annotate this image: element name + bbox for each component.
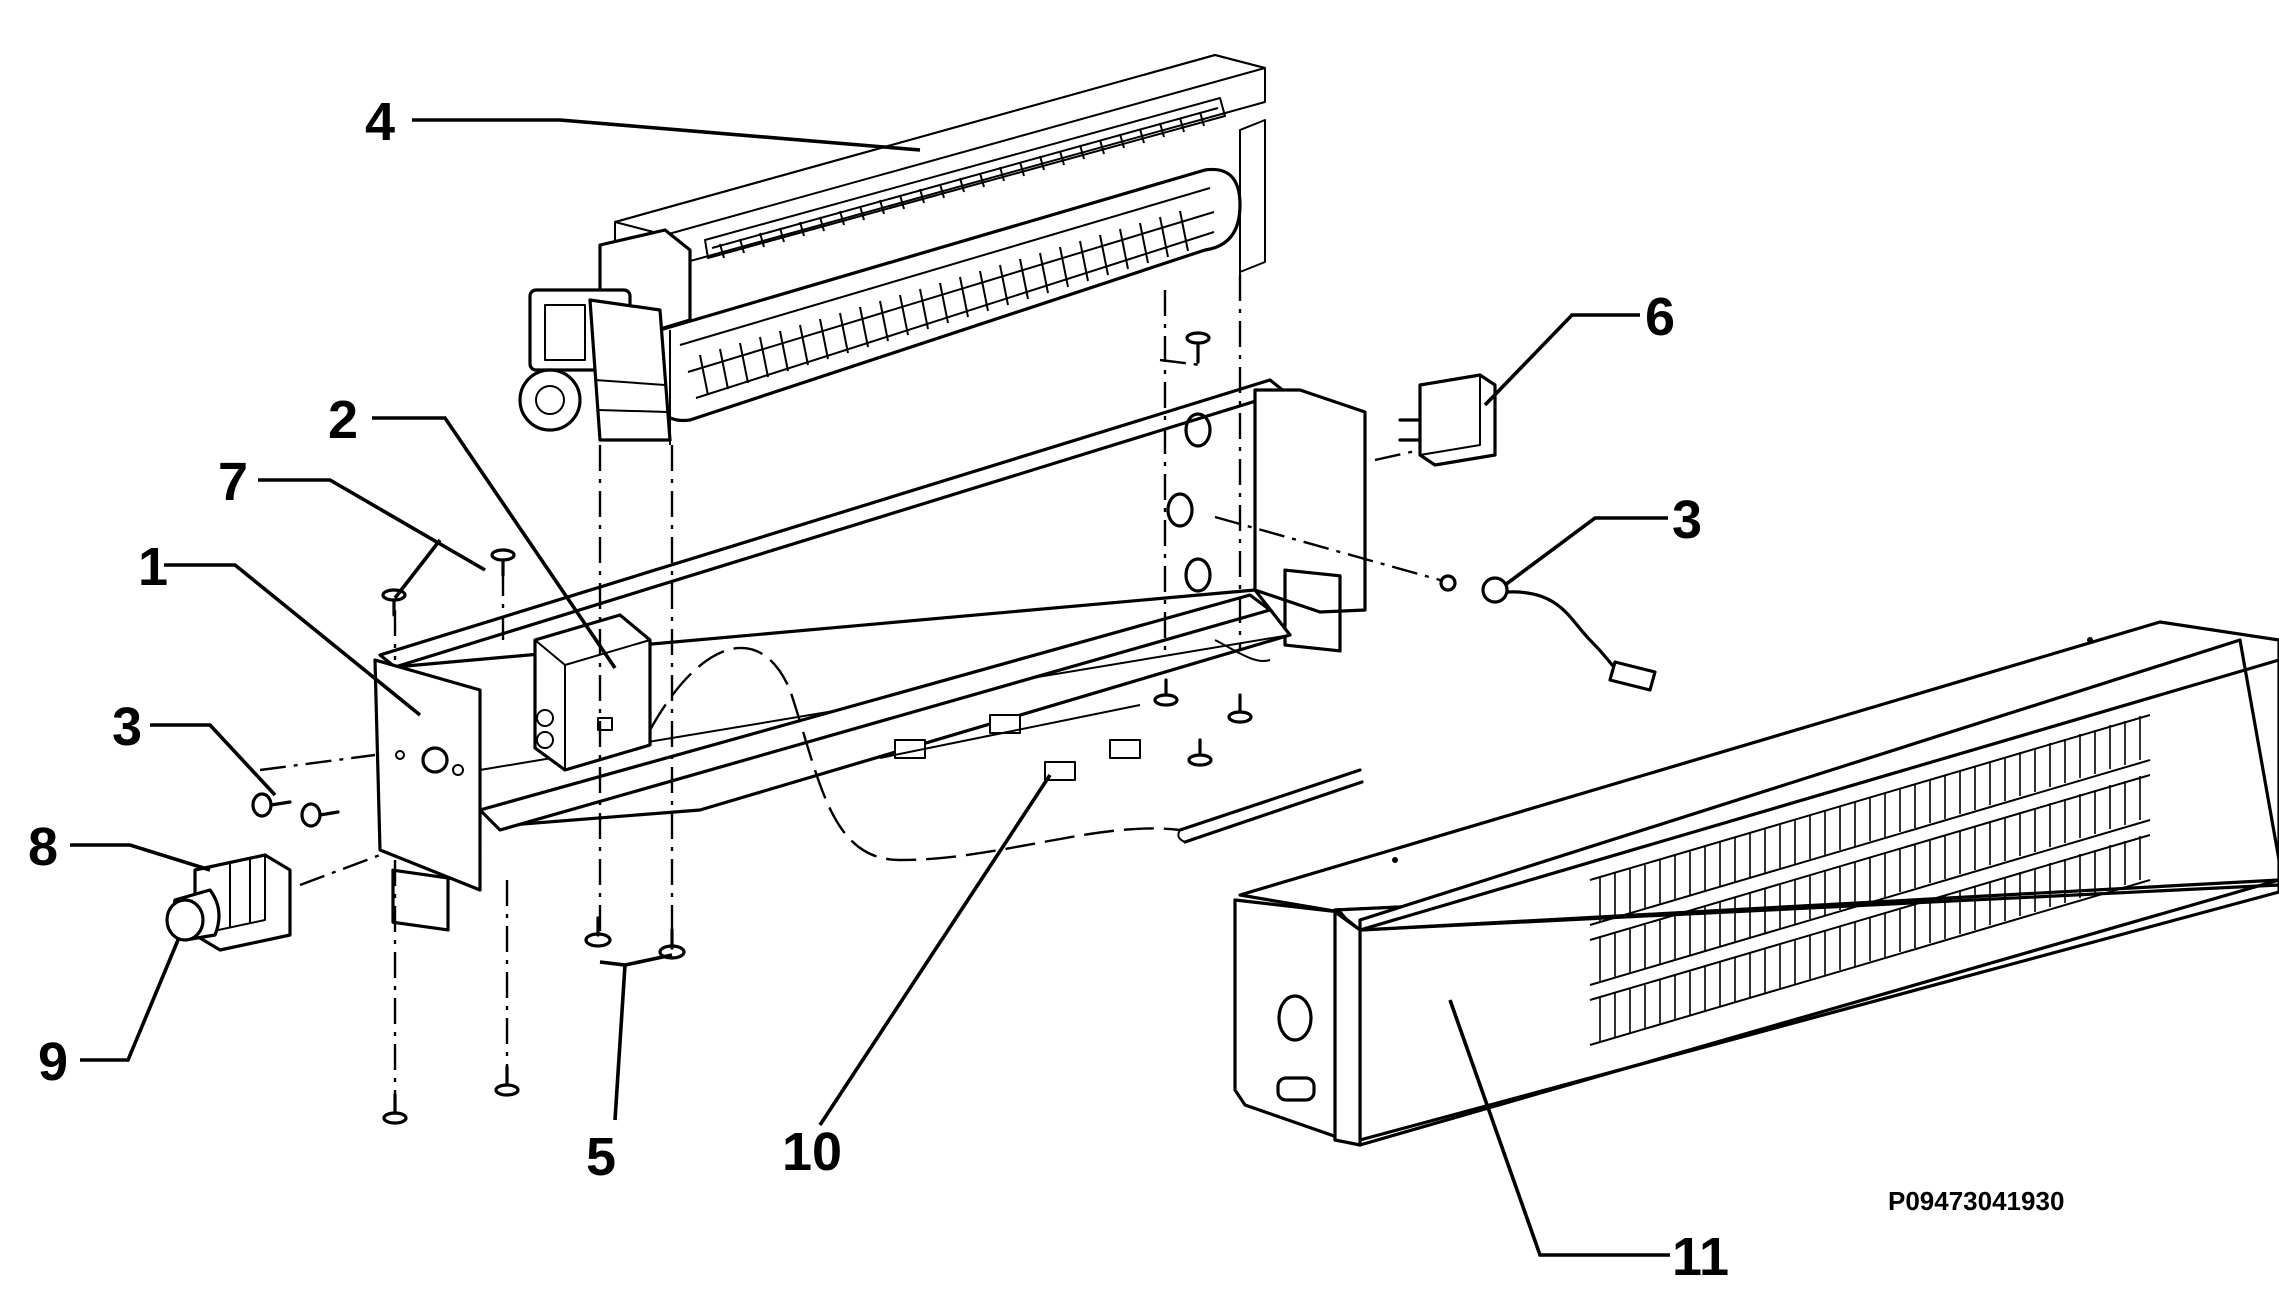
callout-2: 2	[328, 390, 358, 450]
blower-assembly	[518, 54, 1266, 445]
callout-7: 7	[218, 452, 248, 512]
base-chassis	[373, 378, 1367, 932]
ground-wire	[1439, 574, 1657, 692]
callout-5: 5	[586, 1127, 616, 1187]
power-inlet	[1398, 373, 1497, 467]
callout-4: 4	[365, 92, 395, 152]
internal-wire	[648, 646, 1181, 862]
callout-6: 6	[1645, 287, 1675, 347]
diagram-part-number: P09473041930	[1888, 1186, 2064, 1216]
callout-10: 10	[782, 1122, 842, 1182]
front-cover	[1233, 620, 2279, 1147]
switch-and-knob	[165, 853, 292, 952]
assembly-centerlines	[259, 275, 1441, 1100]
callout-8: 8	[28, 817, 58, 877]
screws	[251, 331, 1253, 1125]
callout-9: 9	[38, 1032, 68, 1092]
callout-1: 1	[138, 537, 168, 597]
leader-lines	[70, 118, 1670, 1257]
callout-3-right: 3	[1672, 490, 1702, 550]
thermostat-box	[533, 613, 652, 772]
callout-11: 11	[1672, 1227, 1729, 1287]
callout-3-left: 3	[112, 697, 142, 757]
